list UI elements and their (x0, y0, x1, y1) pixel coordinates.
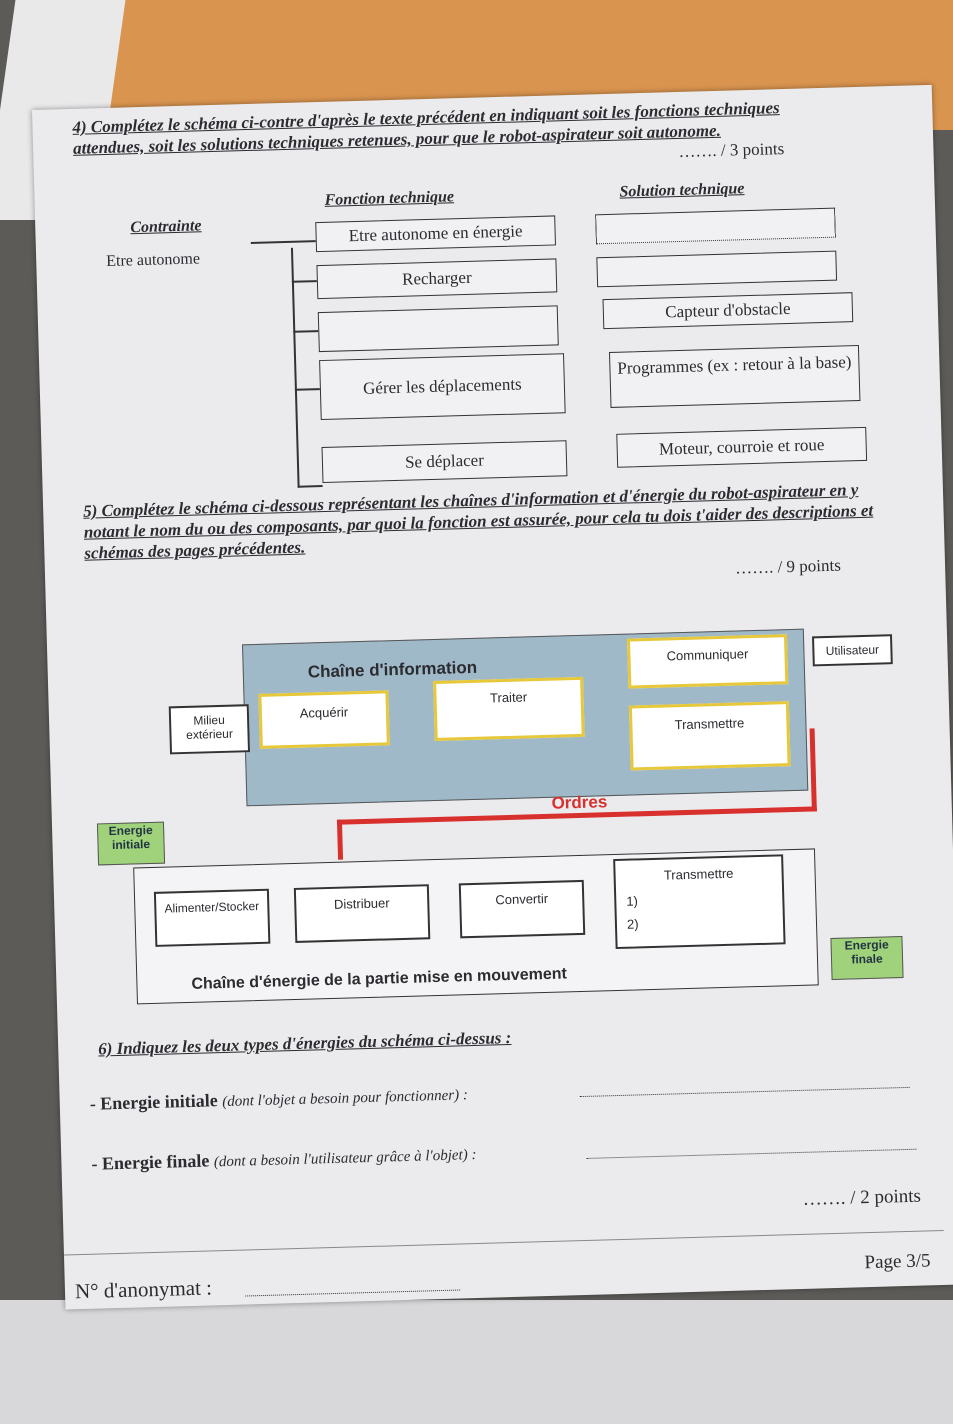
solution-box-4: Programmes (ex : retour à la base) (608, 345, 861, 408)
transmettre-item-2: 2) (626, 916, 639, 932)
question-5-points: ……. / 9 points (734, 555, 842, 578)
fonction-box-4: Gérer les déplacements (319, 353, 566, 421)
page-number: Page 3/5 (864, 1250, 931, 1274)
fonction-box-1: Etre autonome en énergie (315, 215, 556, 253)
energie-initiale-answer-field[interactable] (579, 1085, 910, 1098)
fonction-box-2: Recharger (316, 258, 558, 300)
transmettre-energie-box[interactable]: Transmettre 1) 2) (613, 854, 786, 950)
transmettre-item-1: 1) (626, 893, 639, 909)
question-5-text: 5) Complétez le schéma ci-dessous représ… (82, 480, 874, 563)
question-6-points: ……. / 2 points (802, 1185, 922, 1210)
ordres-label: Ordres (551, 792, 608, 813)
energie-finale-question: - Energie finale (dont a besoin l'utilis… (91, 1143, 477, 1175)
utilisateur-box: Utilisateur (812, 634, 893, 667)
energie-finale-box: Energie finale (830, 936, 904, 981)
energie-initiale-question: - Energie initiale (dont l'objet a besoi… (89, 1083, 468, 1115)
convertir-box[interactable]: Convertir (458, 879, 586, 939)
solution-blank-2[interactable] (596, 250, 838, 288)
energie-finale-hint: (dont a besoin l'utilisateur grâce à l'o… (213, 1147, 477, 1171)
header-contrainte: Contrainte (130, 217, 202, 237)
milieu-exterieur-box: Milieu extérieur (168, 704, 251, 755)
energie-finale-answer-field[interactable] (586, 1147, 917, 1159)
exam-page: 4) Complétez le schéma ci-contre d'après… (32, 84, 953, 1310)
background-bottom (0, 1300, 953, 1424)
acquerir-box[interactable]: Acquérir (258, 690, 390, 749)
header-solution-technique: Solution technique (619, 180, 745, 201)
solution-blank-1[interactable] (595, 207, 836, 245)
fonction-blank-3[interactable] (317, 305, 559, 353)
communiquer-box[interactable]: Communiquer (626, 634, 789, 689)
solution-box-5: Moteur, courroie et roue (616, 426, 868, 468)
energie-initiale-box: Energie initiale (96, 821, 166, 866)
distribuer-box[interactable]: Distribuer (293, 884, 431, 943)
header-fonction-technique: Fonction technique (324, 188, 455, 209)
energie-initiale-hint: (dont l'objet a besoin pour fonctionner)… (222, 1087, 469, 1111)
alimenter-stocker-box[interactable]: Alimenter/Stocker (153, 888, 271, 947)
traiter-box[interactable]: Traiter (433, 676, 585, 741)
transmettre-info-box[interactable]: Transmettre (628, 701, 791, 771)
fonction-box-5: Se déplacer (321, 440, 568, 484)
question-4-points: ……. / 3 points (678, 139, 785, 161)
anonymat-label: N° d'anonymat : (74, 1275, 213, 1304)
transmettre-energie-label: Transmettre (663, 865, 734, 883)
energie-finale-label: - Energie finale (91, 1150, 210, 1174)
anonymat-field[interactable] (245, 1288, 461, 1297)
energie-initiale-label: - Energie initiale (89, 1090, 218, 1114)
solution-box-3: Capteur d'obstacle (602, 292, 854, 330)
question-6-text: 6) Indiquez les deux types d'énergies du… (97, 1027, 512, 1059)
contrainte-etre-autonome: Etre autonome (106, 250, 201, 270)
